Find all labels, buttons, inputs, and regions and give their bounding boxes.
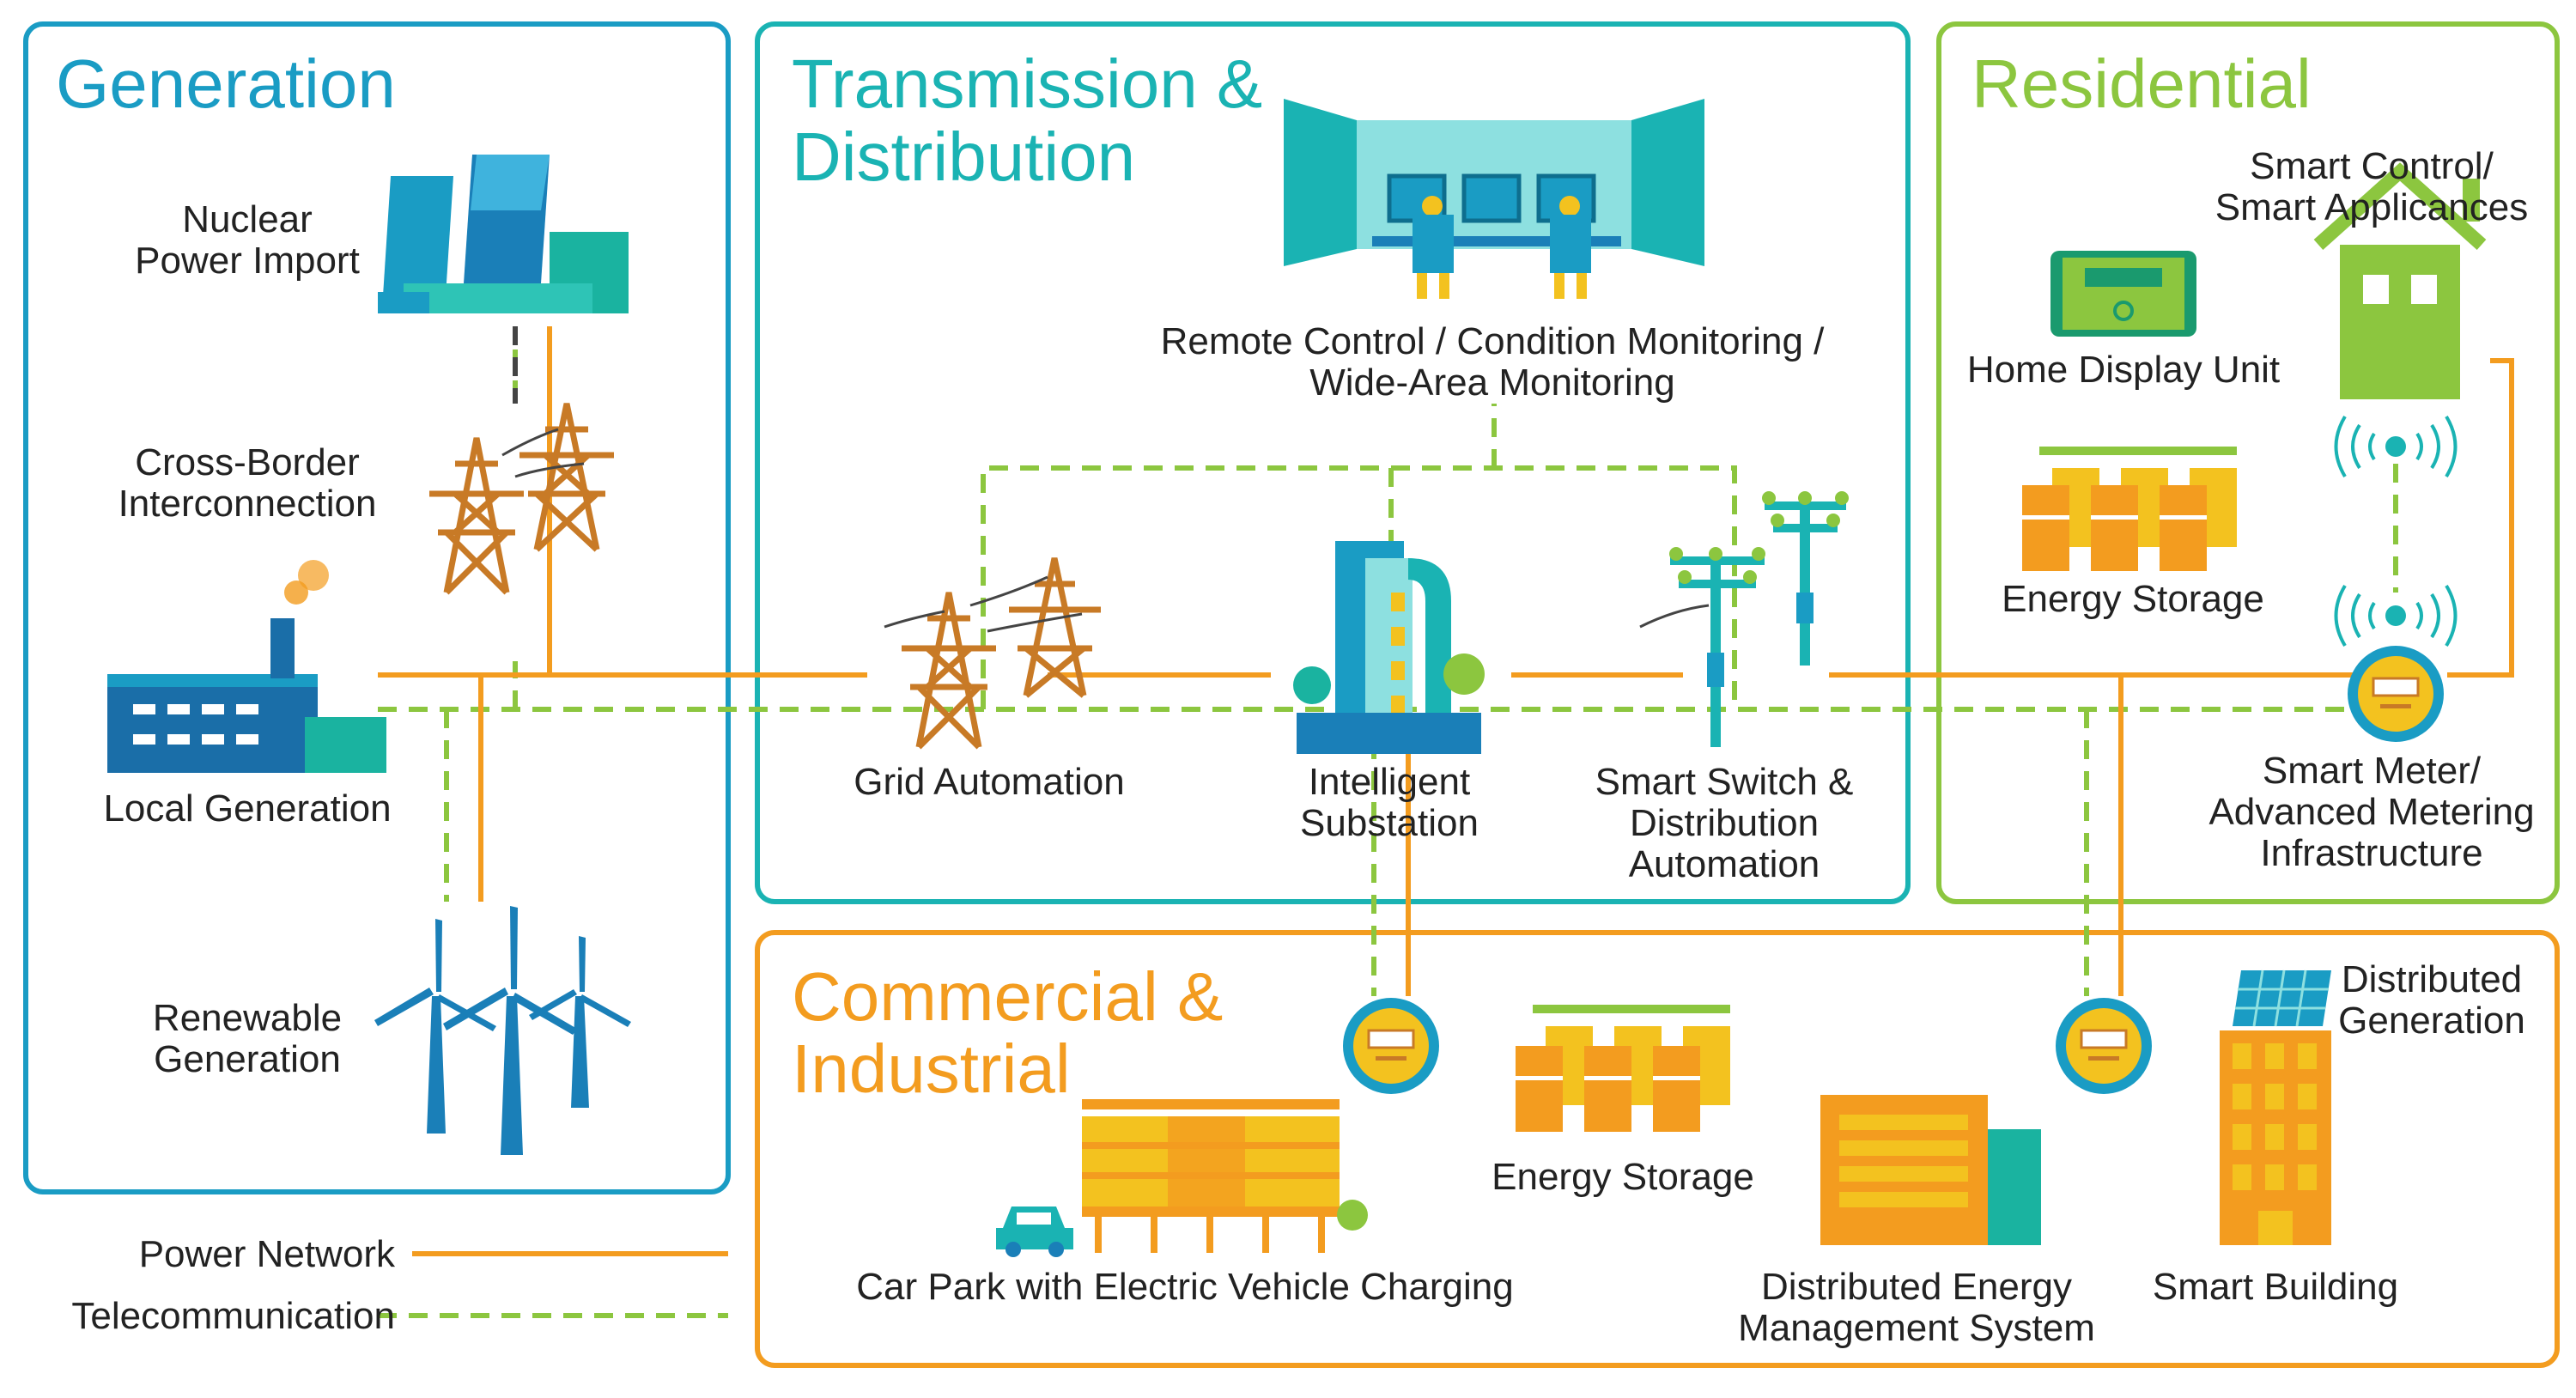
wind-turbine-icon: [374, 906, 631, 1155]
smart-building-icon: [2220, 1030, 2331, 1245]
grid-automation-label: Grid Automation: [854, 761, 1125, 803]
legend-power-label: Power Network: [139, 1233, 396, 1275]
generation-frame: [23, 21, 731, 1194]
intelligent-substation-label: Substation: [1300, 802, 1479, 844]
renewable-label: Generation: [154, 1038, 341, 1080]
remote-control-label: Remote Control / Condition Monitoring /: [1161, 320, 1826, 362]
commercial-title-line2: Industrial: [792, 1030, 1071, 1107]
car-park-label: Car Park with Electric Vehicle Charging: [856, 1266, 1513, 1308]
smart-meter-label: Smart Meter/: [2263, 750, 2482, 792]
meter-icon: [2056, 998, 2152, 1094]
grid-automation-tower-icon: [884, 557, 1101, 750]
smart-switch-pole-icon: [1639, 491, 1849, 747]
local-generation-label: Local Generation: [103, 787, 391, 830]
commercial-title-line1: Commercial &: [792, 958, 1223, 1035]
legend-telecom-label: Telecommunication: [71, 1295, 395, 1337]
meter-icon: [1343, 998, 1439, 1094]
energy-storage-res-label: Energy Storage: [2002, 578, 2264, 620]
smart-switch-label: Distribution: [1630, 802, 1819, 844]
energy-storage-com-label: Energy Storage: [1492, 1156, 1754, 1198]
intelligent-substation-label: Intelligent: [1309, 761, 1470, 803]
transmission-frame: [755, 21, 1911, 904]
home-display-icon: [2050, 251, 2196, 337]
smart-control-label: Smart Control/: [2250, 145, 2494, 187]
cross-border-label: Interconnection: [118, 483, 377, 525]
smart-switch-label: Smart Switch &: [1595, 761, 1854, 803]
transmission-title-line2: Distribution: [792, 119, 1135, 195]
smart-meter-label: Advanced Metering: [2208, 791, 2534, 833]
control-room-icon: [1284, 99, 1704, 299]
wifi-signal-icon: [2334, 584, 2458, 647]
nuclear-plant-icon: [378, 155, 629, 313]
residential-title: Residential: [1971, 46, 2312, 122]
energy-storage-res-icon: [2022, 447, 2237, 571]
distributed-generation-label: Generation: [2338, 1000, 2525, 1042]
local-factory-icon: [107, 560, 386, 773]
smart-meter-label: Infrastructure: [2260, 832, 2482, 874]
smart-meter-icon: [2348, 646, 2444, 742]
nuclear-label: Power Import: [135, 240, 360, 282]
residential-frame: [1936, 21, 2560, 904]
cross-border-tower-icon: [429, 403, 614, 595]
renewable-label: Renewable: [153, 997, 342, 1039]
nuclear-label: Nuclear: [182, 198, 313, 240]
dems-label: Distributed Energy: [1761, 1266, 2072, 1308]
smart-control-label: Smart Applicances: [2215, 186, 2528, 228]
energy-storage-com-icon: [1516, 1005, 1730, 1132]
smart-building-label: Smart Building: [2153, 1266, 2398, 1308]
wifi-signal-icon: [2334, 415, 2458, 478]
solar-panel-icon: [2233, 969, 2331, 1027]
distributed-generation-label: Distributed: [2342, 958, 2522, 1000]
cross-border-label: Cross-Border: [135, 441, 360, 483]
transmission-title-line1: Transmission &: [792, 46, 1262, 122]
dems-label: Management System: [1738, 1307, 2095, 1349]
substation-icon: [1293, 541, 1485, 754]
commercial-frame: [755, 930, 2560, 1368]
generation-title: Generation: [56, 46, 396, 122]
remote-control-label: Wide-Area Monitoring: [1309, 362, 1675, 404]
telecom-lines: [378, 326, 2398, 1318]
smart-switch-label: Automation: [1629, 843, 1820, 885]
home-display-label: Home Display Unit: [1967, 349, 2280, 391]
dems-cabinet-icon: [1820, 1095, 2041, 1245]
smart-home-icon: [2313, 162, 2487, 399]
car-icon: [996, 1207, 1073, 1257]
car-park-icon: [1082, 1099, 1368, 1253]
